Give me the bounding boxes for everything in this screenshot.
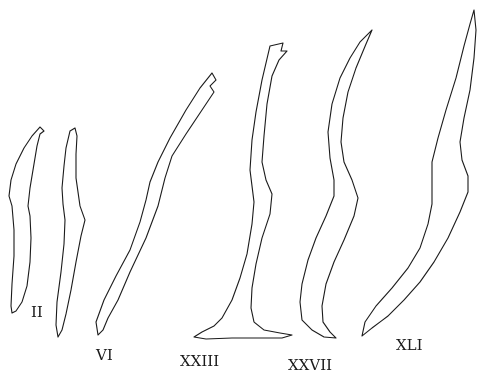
label-vi: VI <box>95 346 113 364</box>
outline-specimen-xxvii-label-group <box>299 29 373 339</box>
label-xxvii: XXVII <box>288 356 332 371</box>
outline-specimen-xxiii <box>95 72 217 336</box>
outline-specimen-xli <box>361 9 477 337</box>
label-xli: XLI <box>396 336 423 354</box>
outline-specimen-vi <box>55 127 86 338</box>
outline-specimen-xxvii <box>193 42 293 340</box>
label-xxiii: XXIII <box>180 352 219 370</box>
label-ii: II <box>31 303 43 321</box>
outline-specimen-ii <box>8 126 45 314</box>
